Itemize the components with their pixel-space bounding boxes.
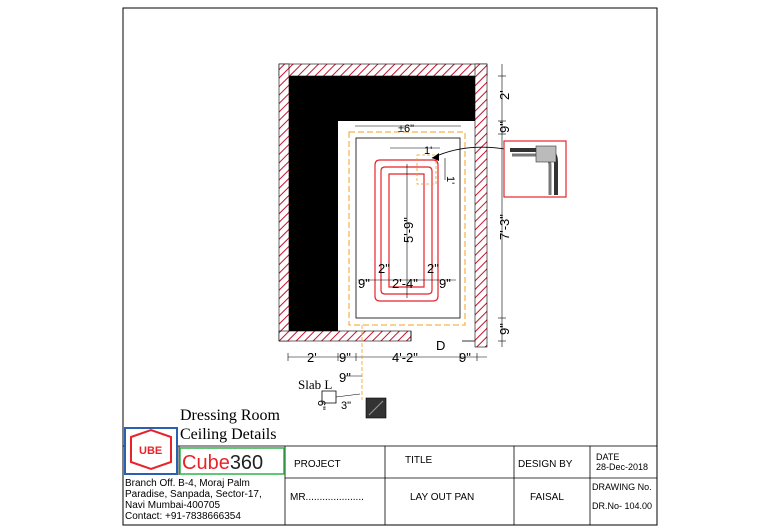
address-line3: Navi Mumbai-400705 bbox=[125, 500, 220, 511]
address-line1: Branch Off. B-4, Moraj Palm bbox=[125, 478, 250, 489]
dim-top-one: 1' bbox=[424, 145, 432, 157]
detail-marker bbox=[416, 154, 437, 185]
dim-right-gap2: 9" bbox=[497, 323, 512, 335]
dim-right-gap: 9" bbox=[439, 276, 451, 291]
dim-left-offset: 2" bbox=[378, 261, 390, 276]
dim-bottom-2: 2' bbox=[307, 350, 317, 365]
date-value: 28-Dec-2018 bbox=[596, 462, 648, 472]
design-by-value: FAISAL bbox=[530, 492, 564, 503]
dim-bottom-9b: 9" bbox=[459, 350, 471, 365]
brand-cube: Cube bbox=[182, 452, 230, 474]
dim-right-top: 2' bbox=[497, 90, 512, 100]
slab-dim-v: 6" bbox=[315, 400, 327, 410]
cube-logo: UBE bbox=[124, 427, 178, 475]
design-by-label: DESIGN BY bbox=[518, 459, 573, 470]
dim-right-gap1: 9" bbox=[497, 121, 512, 133]
drawing-title-line1: Dressing Room bbox=[180, 407, 281, 424]
slab-dim-h: 3" bbox=[341, 400, 351, 412]
project-label: PROJECT bbox=[294, 459, 341, 470]
cove-outline bbox=[348, 131, 466, 326]
door-label: D bbox=[436, 338, 445, 353]
brand-num: 360 bbox=[230, 452, 263, 474]
logo-text: UBE bbox=[139, 445, 162, 457]
drawing-title-line2: Ceiling Details bbox=[180, 426, 276, 443]
address-line4: Contact: +91-7838666354 bbox=[125, 511, 241, 522]
title-block bbox=[122, 445, 658, 526]
brand-name: Cube360 bbox=[182, 452, 263, 474]
date-label: DATE bbox=[596, 452, 619, 462]
slab-section bbox=[321, 390, 387, 419]
address-line2: Paradise, Sanpada, Sector-17, bbox=[125, 489, 262, 500]
project-value: MR..................... bbox=[290, 492, 364, 503]
offset-label: ±6" bbox=[398, 123, 414, 135]
dim-bottom-9c: 9" bbox=[339, 370, 351, 385]
brand-box bbox=[179, 447, 285, 475]
slab-label: Slab L bbox=[298, 377, 332, 392]
false-ceiling bbox=[355, 137, 461, 319]
dim-inner-width: 2'-4" bbox=[392, 276, 418, 291]
dim-right-mid: 7'-3" bbox=[497, 214, 512, 240]
drawing-no-label: DRAWING No. bbox=[592, 482, 652, 492]
dim-bottom-42: 4'-2" bbox=[392, 350, 418, 365]
molding-panel bbox=[374, 159, 439, 302]
dim-bottom-9a: 9" bbox=[339, 350, 351, 365]
dim-inner-height: 5'-9" bbox=[401, 217, 416, 243]
drawing-no-value: DR.No- 104.00 bbox=[592, 501, 652, 511]
dim-left-gap: 9" bbox=[358, 276, 370, 291]
wardrobe-block bbox=[289, 76, 475, 331]
title-label: TITLE bbox=[405, 455, 433, 466]
title-value: LAY OUT PAN bbox=[410, 492, 474, 503]
dim-right-offset: 2" bbox=[427, 261, 439, 276]
dim-top-side: 1' bbox=[444, 176, 456, 184]
